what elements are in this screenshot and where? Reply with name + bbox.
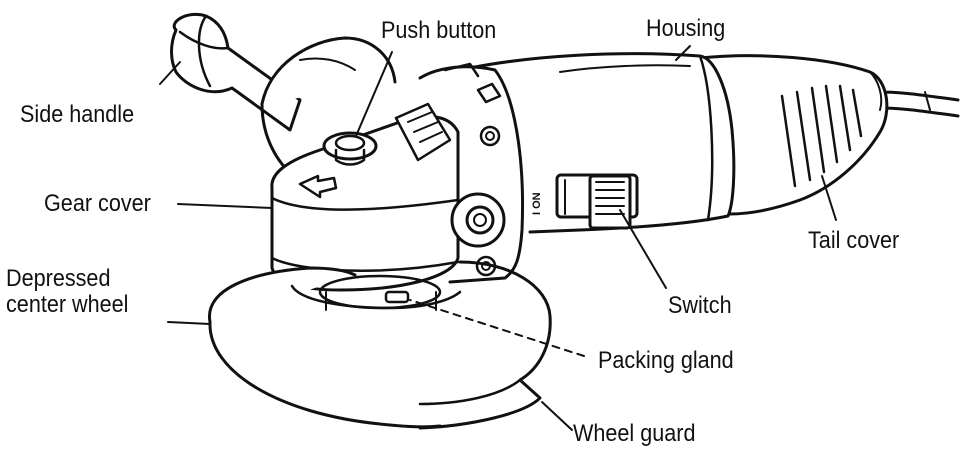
- packing-gland: [386, 292, 408, 302]
- label-depressed-center-wheel: Depressed center wheel: [6, 266, 128, 318]
- label-switch: Switch: [668, 293, 732, 319]
- label-wheel-guard: Wheel guard: [573, 421, 695, 447]
- label-gear-cover: Gear cover: [44, 191, 151, 217]
- switch-marking: I ON: [531, 192, 543, 215]
- label-tail-cover: Tail cover: [808, 228, 899, 254]
- label-side-handle: Side handle: [20, 102, 134, 128]
- leader-packing-gland: [410, 300, 584, 356]
- label-packing-gland: Packing gland: [598, 348, 734, 374]
- leader-gear-cover: [178, 204, 272, 208]
- power-cord: [880, 92, 958, 116]
- label-housing: Housing: [646, 16, 725, 42]
- leader-depressed-center-wheel: [168, 322, 210, 324]
- leader-wheel-guard: [542, 402, 572, 430]
- label-push-button: Push button: [381, 18, 496, 44]
